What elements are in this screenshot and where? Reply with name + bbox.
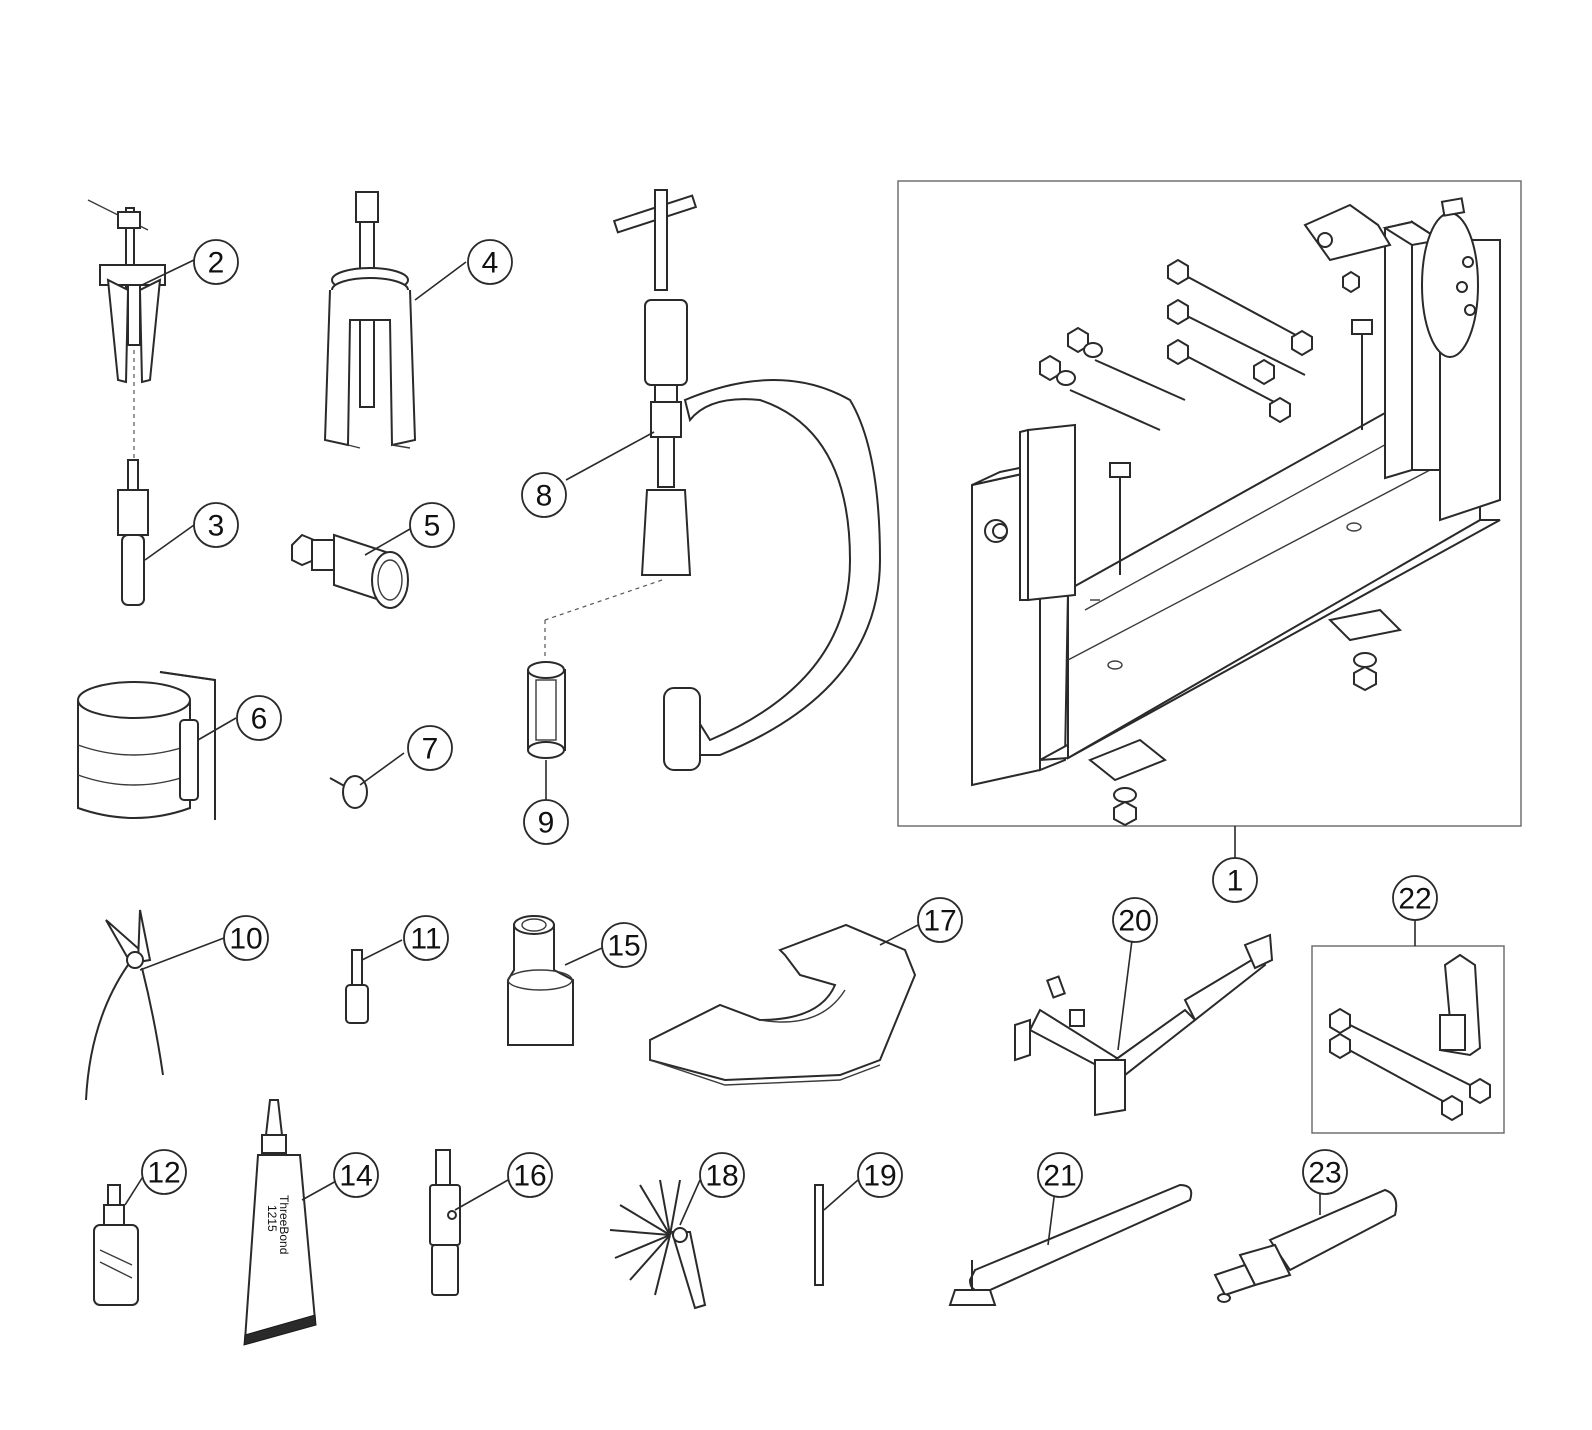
part-23-driver xyxy=(1213,1188,1398,1303)
callout-3-text: 3 xyxy=(208,510,225,543)
part-1-engine-stand xyxy=(897,180,1522,858)
callout-15: 15 xyxy=(601,922,647,968)
callout-1: 1 xyxy=(1212,857,1258,903)
callout-14-text: 14 xyxy=(339,1160,372,1193)
callout-4-text: 4 xyxy=(482,247,499,280)
part-20-holder-tool xyxy=(1014,933,1274,1117)
callout-4: 4 xyxy=(467,239,513,285)
callout-16: 16 xyxy=(507,1152,553,1198)
callout-15-text: 15 xyxy=(607,930,640,963)
callout-2: 2 xyxy=(193,239,239,285)
callout-17: 17 xyxy=(917,897,963,943)
callout-17-text: 17 xyxy=(923,905,956,938)
part-1-frame-box xyxy=(897,180,1522,827)
part-2-small-puller xyxy=(87,199,166,460)
callout-11: 11 xyxy=(403,915,449,961)
callout-7: 7 xyxy=(407,725,453,771)
callout-21-text: 21 xyxy=(1043,1160,1076,1193)
callout-5: 5 xyxy=(409,502,455,548)
part-12-bottle xyxy=(93,1184,139,1306)
tube-code-text: 1215 xyxy=(265,1205,279,1232)
callout-18: 18 xyxy=(699,1152,745,1198)
callout-22: 22 xyxy=(1392,875,1438,921)
part-5-flywheel-puller xyxy=(291,533,409,609)
part-17-plate xyxy=(649,923,917,1086)
callout-9-text: 9 xyxy=(538,807,555,840)
callout-8: 8 xyxy=(521,472,567,518)
callout-23-text: 23 xyxy=(1308,1157,1341,1190)
part-22-bracket-set xyxy=(1311,920,1505,1134)
part-16-socket-bit xyxy=(429,1149,461,1296)
callout-10: 10 xyxy=(223,915,269,961)
part-22-frame-box xyxy=(1311,945,1505,1134)
callout-14: 14 xyxy=(333,1152,379,1198)
callout-20: 20 xyxy=(1112,897,1158,943)
tube-brand-text: ThreeBond xyxy=(277,1195,291,1254)
callout-11-text: 11 xyxy=(410,923,441,956)
part-15-socket xyxy=(507,915,574,1046)
callout-8-text: 8 xyxy=(536,480,553,513)
leader-lines xyxy=(124,259,1321,1246)
callout-10-text: 10 xyxy=(229,923,262,956)
part-11-drift xyxy=(345,949,369,1024)
callout-22-text: 22 xyxy=(1398,883,1431,916)
callout-12: 12 xyxy=(141,1149,187,1195)
part-14-sealant-tube: ThreeBond 1215 xyxy=(243,1099,317,1346)
callout-16-text: 16 xyxy=(513,1160,546,1193)
callout-6-text: 6 xyxy=(251,703,268,736)
callout-2-text: 2 xyxy=(208,247,225,280)
callout-6: 6 xyxy=(236,695,282,741)
callout-19: 19 xyxy=(857,1152,903,1198)
callout-18-text: 18 xyxy=(705,1160,738,1193)
part-10-circlip-pliers xyxy=(85,909,164,1101)
callout-19-text: 19 xyxy=(863,1160,896,1193)
part-21-spanner xyxy=(948,1183,1193,1306)
part-3-slide-hammer xyxy=(117,459,149,606)
callout-1-text: 1 xyxy=(1227,865,1244,898)
callout-20-text: 20 xyxy=(1118,905,1151,938)
part-19-pin xyxy=(814,1184,824,1286)
part-18-feeler-gauge xyxy=(609,1179,707,1310)
part-9-adapter xyxy=(527,661,566,759)
part-6-ring-compressor xyxy=(77,671,216,820)
callout-3: 3 xyxy=(193,502,239,548)
callout-9: 9 xyxy=(523,799,569,845)
callout-5-text: 5 xyxy=(424,510,441,543)
part-4-bearing-puller xyxy=(323,191,417,449)
callout-7-text: 7 xyxy=(422,733,439,766)
callout-12-text: 12 xyxy=(147,1157,180,1190)
callout-23: 23 xyxy=(1302,1149,1348,1195)
part-1-threaded-rods xyxy=(1039,258,1373,575)
callout-21: 21 xyxy=(1037,1152,1083,1198)
part-7-pin xyxy=(329,775,368,809)
part-8-valve-spring-compressor xyxy=(544,189,882,771)
